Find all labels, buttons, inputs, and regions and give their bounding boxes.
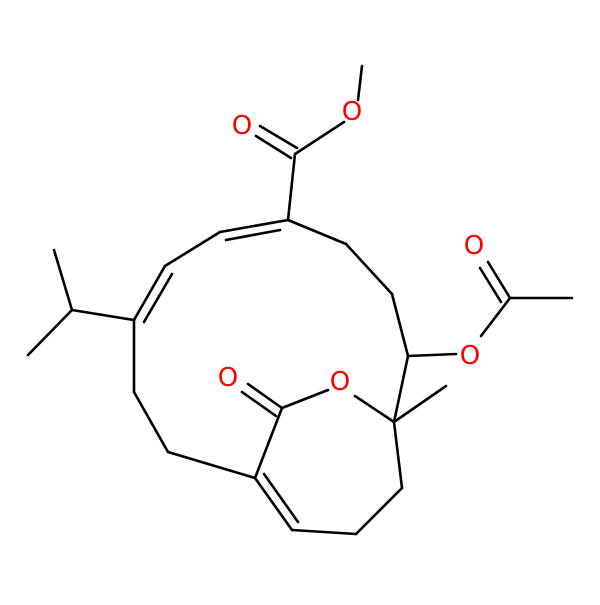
atom-o-ester-carbonyl: O: [232, 111, 252, 141]
bond-acetyl-carbonyl-b: [478, 266, 503, 304]
bond-lactone-carbonyl-b: [240, 390, 278, 418]
bond-diene-3b: [142, 272, 174, 324]
bond-ring-h: [290, 528, 358, 536]
bond-isopropyl-methyl-bottom: [26, 308, 74, 357]
bond-ring-b: [132, 390, 170, 454]
bond-lactone-o-c: [280, 388, 330, 410]
bond-ring-i: [354, 486, 404, 536]
bond-lactone-c-c: [253, 406, 284, 480]
bond-quaternary-methyl: [392, 384, 448, 424]
bond-ring-g: [392, 354, 410, 424]
bond-isopropyl-attach: [70, 308, 136, 322]
bond-isopropyl-methyl-top: [52, 248, 74, 312]
bond-methoxy-methyl: [356, 64, 364, 102]
bond-quaternary-o: [353, 394, 396, 424]
bond-ring-d: [286, 218, 348, 246]
atom-o-lactone-ring: O: [330, 367, 350, 397]
bond-acetoxy-o-c: [479, 296, 512, 338]
bond-methoxy-o-to-c: [293, 120, 346, 156]
bonds: [26, 64, 574, 536]
bond-alkene-a: [253, 476, 294, 532]
bond-diene-1a: [218, 218, 290, 234]
bond-ester-c-ring: [286, 152, 297, 222]
atom-o-acetyl-carbonyl: O: [464, 231, 484, 261]
bond-ring-j: [392, 420, 404, 490]
bond-diene-2: [163, 230, 222, 268]
bond-ester-carbonyl-a: [258, 124, 299, 150]
bond-alkene-b: [262, 472, 300, 524]
atom-labels: O O O O O O: [218, 97, 484, 397]
bond-acetyl-carbonyl-a: [486, 260, 512, 300]
bond-ring-e: [344, 242, 394, 296]
atom-o-acetyl-ester: O: [460, 341, 480, 371]
bond-diene-3a: [132, 264, 167, 322]
bond-lactone-carbonyl-a: [246, 382, 284, 410]
atom-o-ester-methoxy: O: [342, 97, 362, 127]
bond-ring-c: [166, 450, 257, 480]
atom-o-lactone-carbonyl: O: [218, 363, 238, 393]
bond-ester-carbonyl-b: [254, 134, 293, 160]
bond-ring-f: [390, 292, 410, 358]
bond-acetoxy-c-o: [406, 352, 458, 358]
bond-diene-1b: [224, 228, 282, 242]
